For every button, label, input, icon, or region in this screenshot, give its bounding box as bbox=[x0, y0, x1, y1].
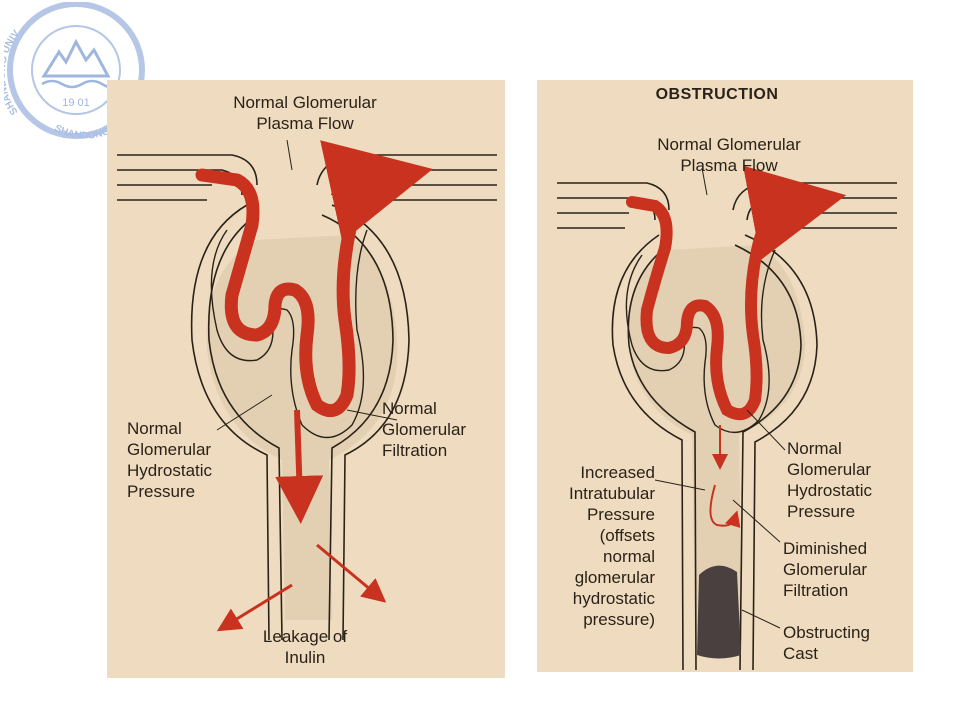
obstruction-title: OBSTRUCTION bbox=[655, 86, 779, 103]
intratubular-pressure-label: Increased Intratubular Pressure (offsets… bbox=[569, 463, 655, 629]
leakage-label: Leakage of Inulin bbox=[262, 627, 348, 667]
plasma-flow-path bbox=[195, 140, 433, 418]
backflow-arrow bbox=[709, 484, 741, 528]
filtration-label: Normal Glomerular Filtration bbox=[382, 399, 467, 460]
logo-outer-ring bbox=[7, 2, 145, 139]
hydrostatic-pressure-label: Normal Glomerular Hydrostatic Pressure bbox=[127, 419, 213, 501]
normal-glomerulus-illustration bbox=[117, 139, 497, 641]
obstruction-illustration bbox=[557, 165, 897, 671]
bowman-capsule bbox=[190, 204, 410, 641]
capillary-tuft-outline bbox=[625, 249, 776, 433]
filtration-arrow bbox=[275, 409, 324, 524]
obstructing-cast bbox=[697, 565, 741, 659]
logo-wave-icon bbox=[41, 79, 114, 89]
obstruction-panel: OBSTRUCTION Normal Glomerular Plasma Flo… bbox=[537, 80, 913, 672]
leader-lines bbox=[654, 167, 786, 629]
logo-mountain-icon bbox=[41, 38, 111, 78]
normal-glomerulus-panel: Normal Glomerular Plasma Flow Normal Glo… bbox=[107, 80, 505, 678]
logo-inner-ring bbox=[31, 25, 121, 115]
plasma-flow-label: Normal Glomerular Plasma Flow bbox=[233, 93, 377, 133]
vessel-walls bbox=[117, 154, 497, 201]
plasma-flow-path bbox=[626, 165, 847, 421]
obstructing-cast-label: Obstructing Cast bbox=[783, 623, 870, 663]
vessel-walls bbox=[557, 182, 897, 229]
hydrostatic-pressure-label: Normal Glomerular Hydrostatic Pressure bbox=[787, 439, 873, 521]
capillary-tuft-outline bbox=[210, 229, 368, 439]
logo-year: 19 01 bbox=[62, 97, 90, 109]
leader-lines bbox=[216, 139, 398, 431]
plasma-flow-label: Normal Glomerular Plasma Flow bbox=[657, 135, 801, 175]
diminished-filtration-label: Diminished Glomerular Filtration bbox=[783, 539, 868, 600]
leakage-arrow-right bbox=[316, 543, 387, 603]
leakage-arrow-left bbox=[216, 583, 293, 632]
bowman-capsule bbox=[611, 234, 818, 671]
